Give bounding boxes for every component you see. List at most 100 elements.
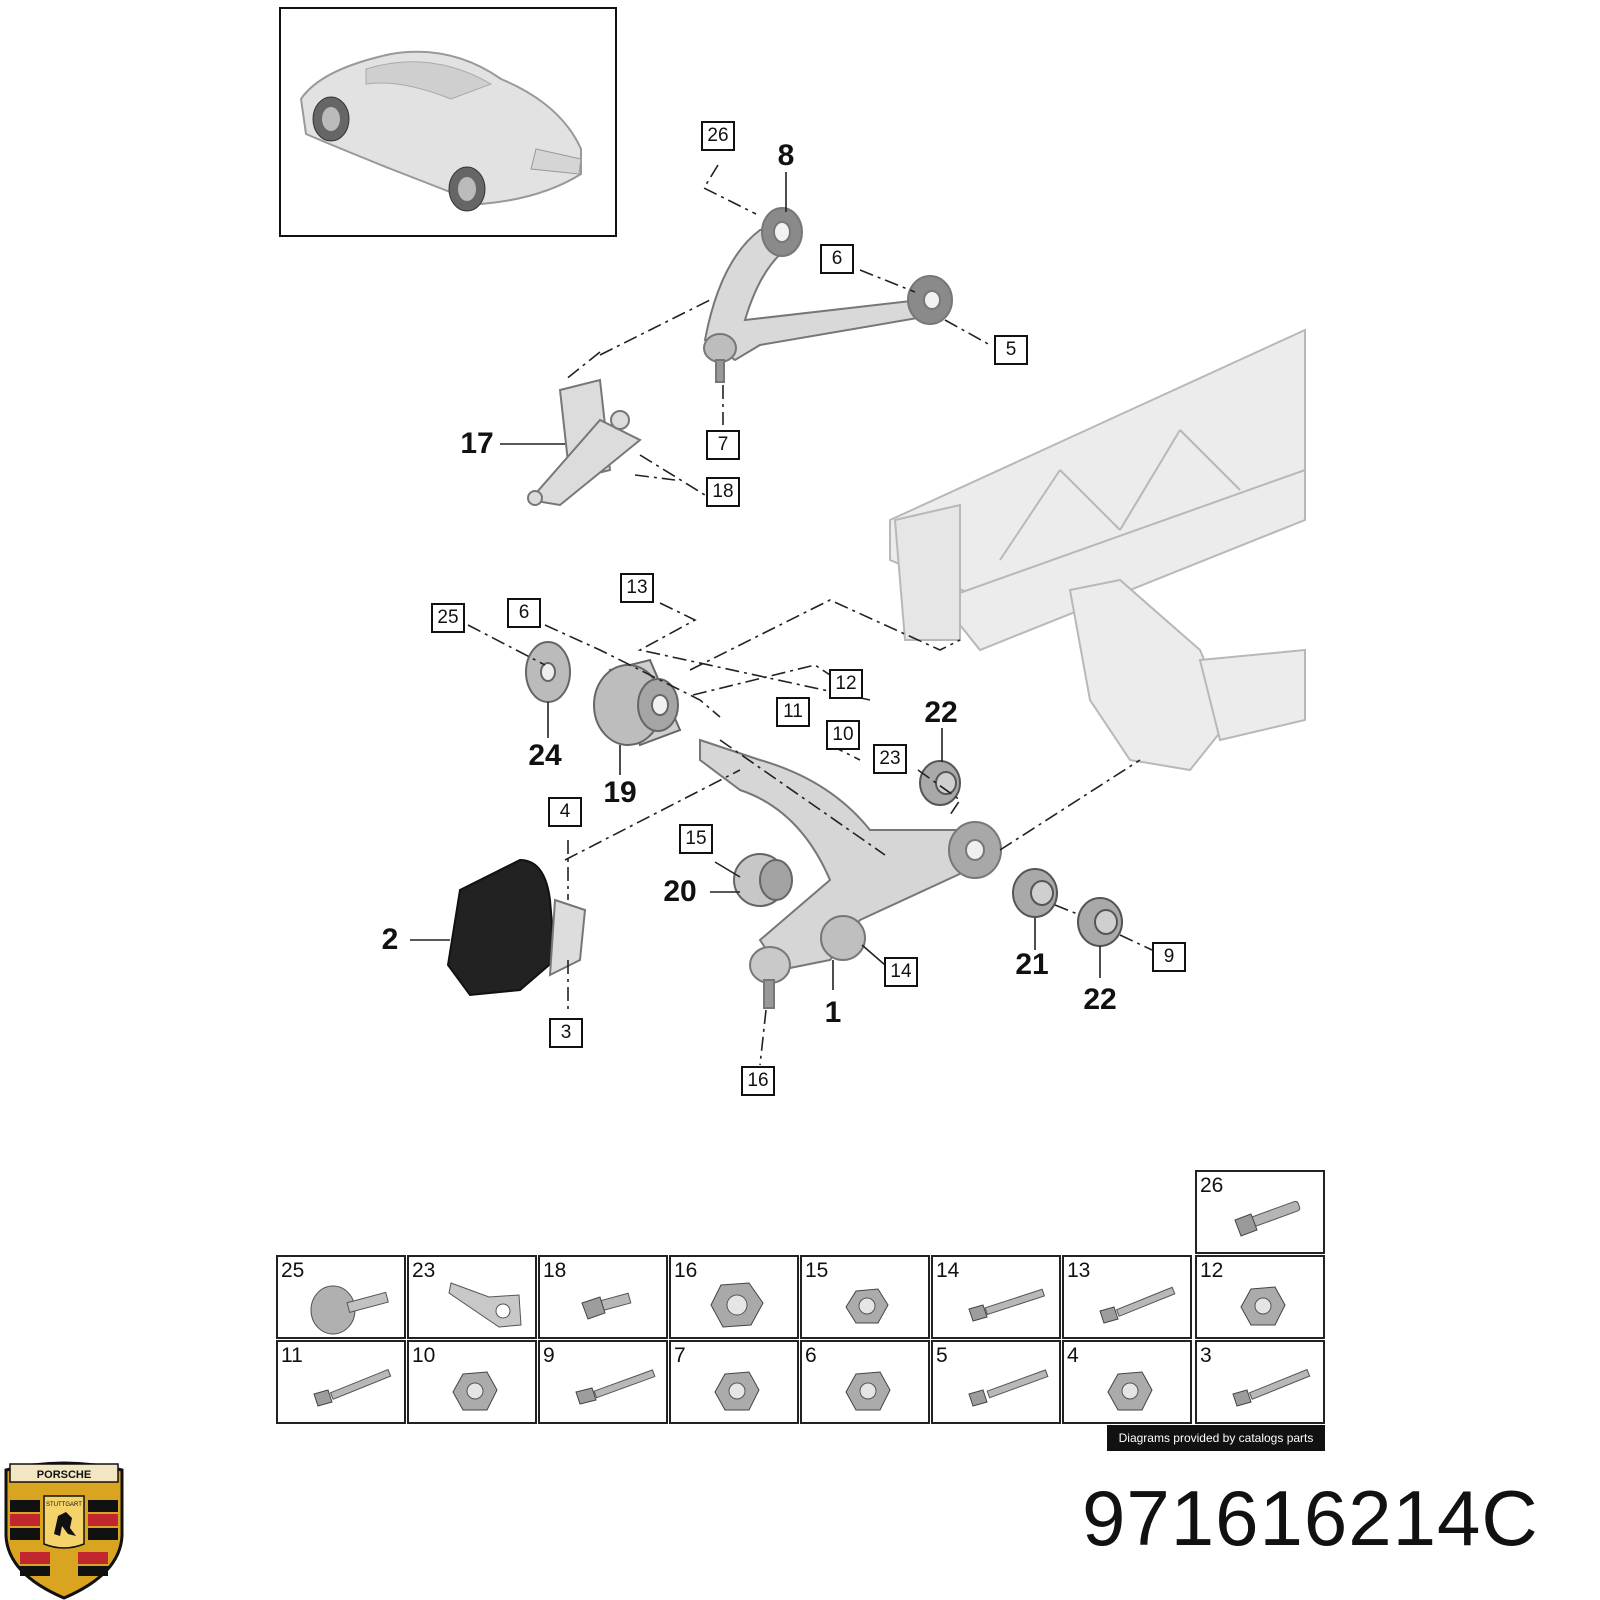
crest-brand-text: PORSCHE [37,1469,91,1481]
grid-label: 12 [1200,1259,1224,1282]
height-sensor [527,378,642,507]
nut-icon [1107,1371,1153,1411]
callout-3: 3 [549,1018,583,1048]
vehicle-inset [279,7,617,237]
grid-label: 16 [674,1259,698,1282]
callout-15: 15 [679,824,713,854]
grid-cell-4: 4 [1062,1340,1192,1424]
callout-4: 4 [548,797,582,827]
callout-14: 14 [884,957,918,987]
grid-cell-16: 16 [669,1255,799,1339]
bolt-icon [968,1288,1045,1322]
grid-cell-5: 5 [931,1340,1061,1424]
eccentric-washer-24 [525,641,571,703]
callout-26: 26 [701,121,735,151]
grid-label: 14 [936,1259,960,1282]
part-number: 971616214C [1082,1474,1539,1562]
callout-21: 21 [1015,948,1049,981]
upper-control-arm [703,207,953,383]
callout-20: 20 [663,875,697,908]
crest-city-text: STUTTGART [46,1502,82,1508]
callout-25: 25 [431,603,465,633]
bushing-20 [733,853,793,907]
bushing-19 [593,658,682,747]
grid-label: 3 [1200,1344,1212,1367]
grid-label: 23 [412,1259,436,1282]
grid-label: 13 [1067,1259,1091,1282]
callout-13: 13 [620,573,654,603]
grid-cell-12: 12 [1195,1255,1325,1339]
callout-12: 12 [829,669,863,699]
grid-cell-23: 23 [407,1255,537,1339]
grid-cell-3: 3 [1195,1340,1325,1424]
callout-22-upper: 22 [924,696,958,729]
callout-17: 17 [460,427,494,460]
grid-label: 10 [412,1344,436,1367]
callout-10: 10 [826,720,860,750]
grid-label: 18 [543,1259,567,1282]
bolt-icon [581,1292,632,1320]
grid-label: 6 [805,1344,817,1367]
grid-cell-10: 10 [407,1340,537,1424]
suspension-assembly-drawing [410,164,1306,1066]
subframe [889,328,1306,772]
nut-icon [845,1371,891,1411]
grid-label: 26 [1200,1174,1224,1197]
callout-22-lower: 22 [1083,983,1117,1016]
bolt-icon [575,1369,656,1405]
grid-cell-13: 13 [1062,1255,1192,1339]
plate-bracket-icon [448,1282,522,1328]
nut-icon [714,1371,760,1411]
leader-lines [467,164,1153,1066]
callout-5: 5 [994,335,1028,365]
callout-24: 24 [528,739,562,772]
callout-11: 11 [776,697,810,727]
car-illustration [299,50,582,212]
grid-cell-14: 14 [931,1255,1061,1339]
callout-23: 23 [873,744,907,774]
callout-6-upper: 6 [820,244,854,274]
grid-cell-15: 15 [800,1255,930,1339]
grid-cell-9: 9 [538,1340,668,1424]
eccentric-bolt-icon [310,1285,389,1335]
grid-cell-26: 26 [1195,1170,1325,1254]
grid-label: 15 [805,1259,829,1282]
grid-label: 11 [281,1344,303,1367]
porsche-crest-icon: PORSCHE STUTTGART [4,1461,124,1600]
grid-label: 9 [543,1344,555,1367]
grid-cell-25: 25 [276,1255,406,1339]
lower-control-arm [699,738,1002,1009]
callout-6-lower: 6 [507,598,541,628]
bolt-icon [313,1368,392,1407]
grid-label: 7 [674,1344,686,1367]
bolt-icon [968,1369,1049,1407]
bolt-icon [1234,1200,1301,1237]
diagram-credit: Diagrams provided by catalogs parts [1107,1425,1325,1451]
grid-cell-7: 7 [669,1340,799,1424]
grid-cell-6: 6 [800,1340,930,1424]
nut-icon [452,1371,498,1411]
solid-leaders [410,172,1101,990]
grid-label: 4 [1067,1344,1079,1367]
bolt-icon [1232,1368,1311,1407]
nut-icon [845,1288,889,1324]
callout-9: 9 [1152,942,1186,972]
grid-cell-11: 11 [276,1340,406,1424]
callout-1: 1 [824,996,842,1029]
nut-icon [710,1282,764,1328]
callout-18: 18 [706,477,740,507]
grid-cell-18: 18 [538,1255,668,1339]
bolt-icon [1099,1286,1176,1324]
bushing-22-lower [1077,897,1123,947]
callout-2: 2 [381,923,399,956]
callout-8: 8 [777,139,795,172]
bushing-22-upper [919,760,961,806]
grid-label: 5 [936,1344,948,1367]
callout-19: 19 [603,776,637,809]
callout-7: 7 [706,430,740,460]
grid-label: 25 [281,1259,305,1282]
bushing-21 [1012,868,1058,918]
callout-16: 16 [741,1066,775,1096]
bracket-2 [446,858,587,997]
